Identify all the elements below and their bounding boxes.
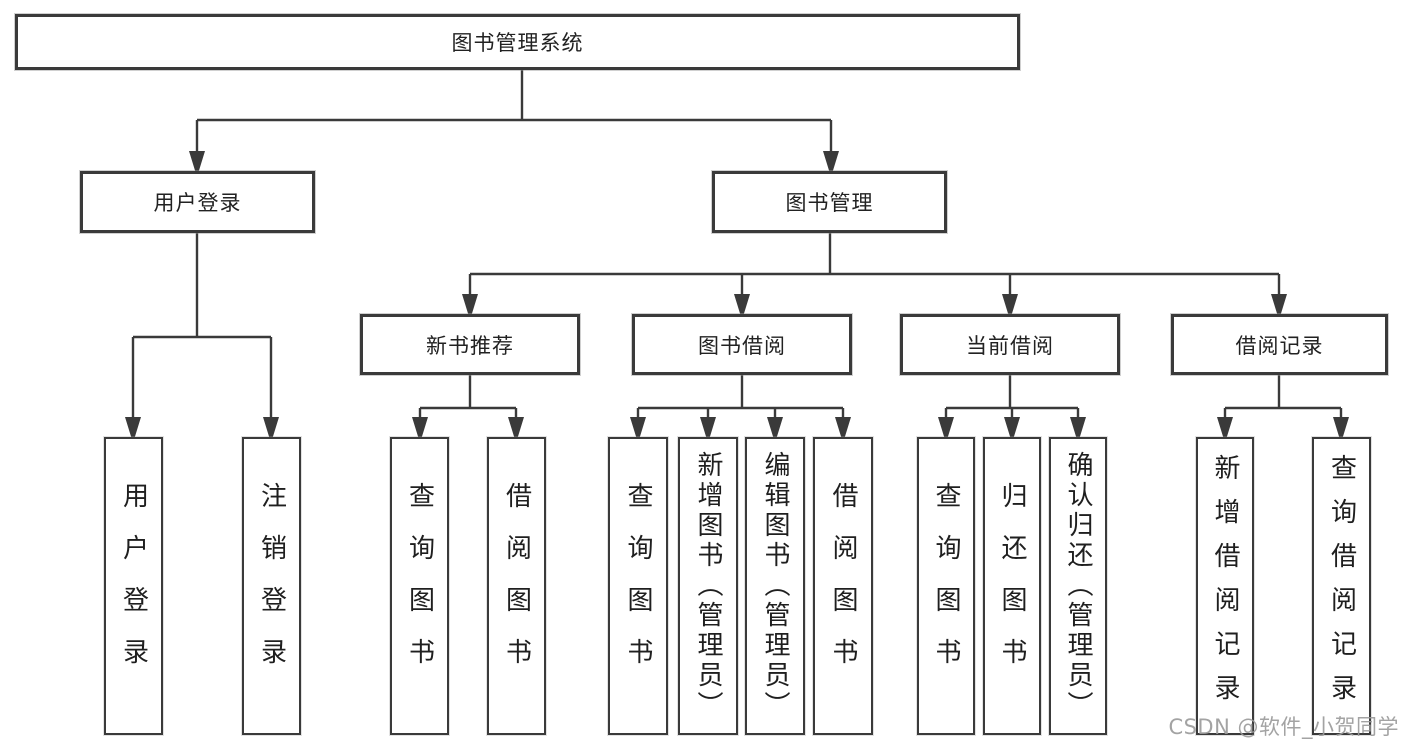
node-borrowing-records: 借阅记录: [1171, 314, 1388, 375]
node-label: 查询图书: [404, 482, 435, 690]
node-label: 新书推荐: [426, 333, 514, 358]
leaf-query-books-current: 查询图书: [917, 437, 975, 735]
node-label: 归还图书: [997, 482, 1027, 690]
node-book-borrowing: 图书借阅: [632, 314, 852, 375]
node-label: 借阅图书: [828, 482, 858, 690]
node-label: 图书借阅: [698, 333, 786, 358]
node-user-login: 用户登录: [80, 171, 315, 233]
node-label: 图书管理: [785, 191, 874, 215]
node-label: 确认归还（管理员）: [1063, 451, 1093, 721]
node-label: 新增借阅记录: [1210, 454, 1240, 718]
node-label: 当前借阅: [966, 333, 1054, 358]
leaf-add-books-admin: 新增图书（管理员）: [678, 437, 738, 735]
leaf-add-borrow-record: 新增借阅记录: [1196, 437, 1254, 735]
node-label: 编辑图书（管理员）: [760, 451, 790, 721]
node-label: 查询图书: [931, 482, 961, 690]
node-book-management: 图书管理: [712, 171, 947, 233]
leaf-confirm-return-admin: 确认归还（管理员）: [1049, 437, 1107, 735]
leaf-query-books-recommend: 查询图书: [390, 437, 449, 735]
node-library-system: 图书管理系统: [15, 14, 1020, 70]
node-label: 新增图书（管理员）: [693, 451, 723, 721]
leaf-user-login: 用户登录: [104, 437, 163, 735]
node-label: 查询借阅记录: [1326, 454, 1357, 718]
node-current-borrowing: 当前借阅: [900, 314, 1120, 375]
node-label: 查询图书: [623, 482, 653, 690]
leaf-query-borrow-record: 查询借阅记录: [1312, 437, 1371, 735]
node-label: 图书管理系统: [451, 31, 584, 55]
node-label: 注销登录: [256, 482, 287, 690]
node-label: 用户登录: [153, 191, 242, 215]
node-label: 借阅记录: [1235, 333, 1324, 358]
node-label: 用户登录: [118, 482, 149, 690]
leaf-borrow-books-recommend: 借阅图书: [487, 437, 546, 735]
node-new-book-recommendation: 新书推荐: [360, 314, 580, 375]
leaf-return-books: 归还图书: [983, 437, 1041, 735]
leaf-edit-books-admin: 编辑图书（管理员）: [745, 437, 805, 735]
leaf-borrow-books: 借阅图书: [813, 437, 873, 735]
leaf-logout: 注销登录: [242, 437, 301, 735]
node-label: 借阅图书: [501, 482, 532, 690]
leaf-query-books-borrowing: 查询图书: [608, 437, 668, 735]
